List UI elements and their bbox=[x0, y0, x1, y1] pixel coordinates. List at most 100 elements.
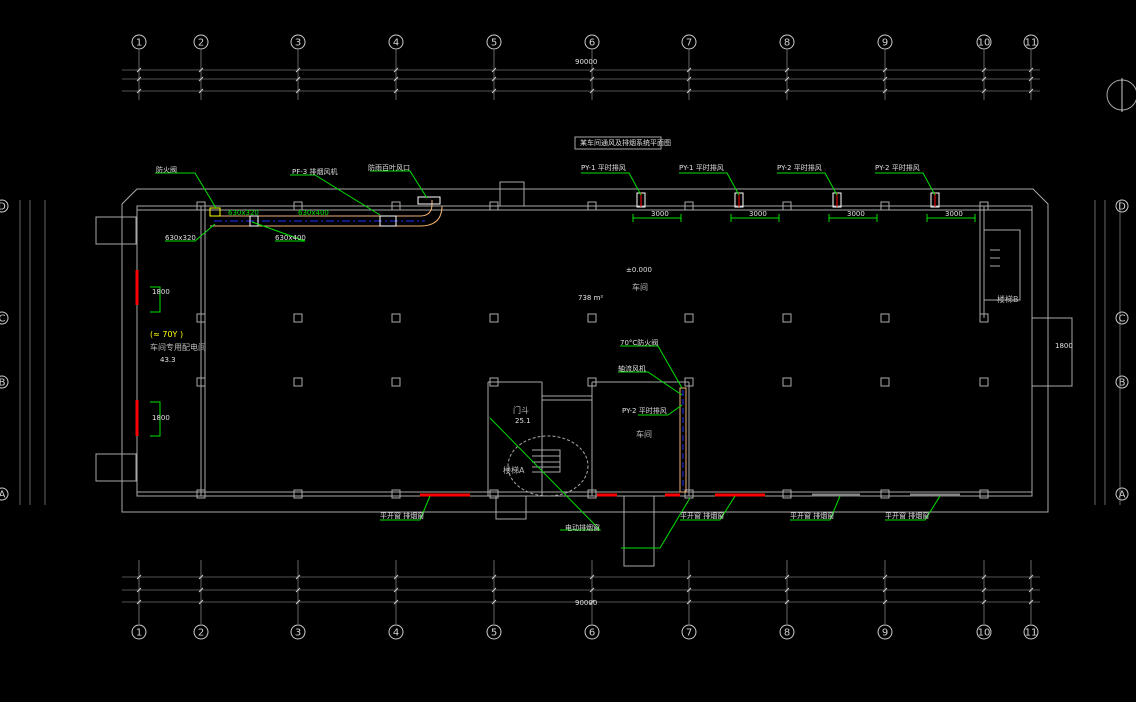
axis-label: 9 bbox=[882, 38, 888, 49]
room-stair-right: 楼梯B bbox=[997, 294, 1019, 304]
axis-bubble-D: D bbox=[0, 199, 9, 213]
dim-total-bottom: 90000 bbox=[575, 599, 597, 607]
north-arrow-icon bbox=[1106, 78, 1136, 112]
axis-bubble-10: 10 bbox=[976, 560, 992, 640]
axis-bubble-5: 5 bbox=[486, 560, 502, 640]
axis-label: 11 bbox=[1025, 628, 1038, 639]
fan-spacing-dim: 3000 bbox=[651, 210, 669, 218]
axis-label: 6 bbox=[589, 38, 595, 49]
axis-bubble-D: D bbox=[1115, 199, 1129, 213]
column bbox=[979, 201, 989, 211]
title-box: 某车间通风及排烟系统平面图 bbox=[580, 138, 671, 147]
window-label-1: 平开窗 排烟窗 bbox=[380, 511, 424, 520]
axis-bubble-B: B bbox=[1115, 375, 1129, 389]
axis-label: 3 bbox=[295, 38, 301, 49]
column bbox=[782, 201, 792, 211]
axis-bubble-4: 4 bbox=[388, 560, 404, 640]
axis-label: 5 bbox=[491, 628, 497, 639]
axis-label: C bbox=[1119, 314, 1126, 325]
fan-label: PY-2 平时排风 bbox=[875, 163, 920, 172]
axis-bubble-5: 5 bbox=[486, 34, 502, 100]
axis-bubble-11: 11 bbox=[1023, 34, 1039, 100]
axis-label: 1 bbox=[136, 628, 142, 639]
axis-label: 1 bbox=[136, 38, 142, 49]
axis-label: 8 bbox=[784, 628, 790, 639]
column bbox=[587, 377, 597, 387]
axis-bubble-1: 1 bbox=[131, 34, 147, 100]
column bbox=[880, 489, 890, 499]
axis-bubble-4: 4 bbox=[388, 34, 404, 100]
column bbox=[293, 313, 303, 323]
axis-bubble-1: 1 bbox=[131, 560, 147, 640]
column bbox=[684, 377, 694, 387]
axis-label: 5 bbox=[491, 38, 497, 49]
fan2-label: PY-2 平时排风 bbox=[622, 406, 667, 415]
column bbox=[684, 201, 694, 211]
column bbox=[293, 489, 303, 499]
column bbox=[782, 313, 792, 323]
column bbox=[293, 377, 303, 387]
fire-damper-label: 防火阀 bbox=[156, 165, 177, 174]
column bbox=[391, 489, 401, 499]
vestibule-area: 25.1 bbox=[515, 417, 531, 425]
smoke-vent-label: 电动排烟窗 bbox=[565, 523, 600, 532]
smoke-windows bbox=[135, 270, 960, 497]
column bbox=[587, 489, 597, 499]
axis-label: 4 bbox=[393, 38, 399, 49]
axis-bubble-8: 8 bbox=[779, 34, 795, 100]
column bbox=[979, 377, 989, 387]
axis-bubble-9: 9 bbox=[877, 560, 893, 640]
axis-bubble-2: 2 bbox=[193, 560, 209, 640]
column bbox=[684, 489, 694, 499]
column bbox=[489, 489, 499, 499]
axis-label: 9 bbox=[882, 628, 888, 639]
exhaust-fan-label: 轴流风机 bbox=[618, 364, 646, 373]
axis-label: 2 bbox=[198, 38, 204, 49]
axis-bubble-A: A bbox=[0, 487, 9, 501]
axis-label: D bbox=[0, 202, 6, 213]
column bbox=[489, 313, 499, 323]
axis-label: B bbox=[1119, 378, 1126, 389]
axis-label: 6 bbox=[589, 628, 595, 639]
room-workshop-main: 车间 bbox=[632, 282, 648, 292]
dim-side-2: 1800 bbox=[152, 414, 170, 422]
room-distribution: 车间专用配电间 bbox=[150, 342, 206, 352]
axis-label: C bbox=[0, 314, 6, 325]
duct1-label: 630x320 bbox=[165, 234, 196, 242]
dimension-lines bbox=[19, 67, 1121, 605]
column bbox=[293, 201, 303, 211]
column bbox=[684, 313, 694, 323]
column bbox=[196, 201, 206, 211]
structural-columns bbox=[196, 201, 989, 499]
fan-spacing-dim: 3000 bbox=[945, 210, 963, 218]
fan-spacing-dim: 3000 bbox=[749, 210, 767, 218]
column bbox=[196, 313, 206, 323]
axis-bubble-6: 6 bbox=[584, 560, 600, 640]
elevation-mark: ±0.000 bbox=[626, 266, 652, 274]
axis-bubble-C: C bbox=[0, 311, 9, 325]
dim-door: 1800 bbox=[1055, 342, 1073, 350]
axis-bubble-7: 7 bbox=[681, 560, 697, 640]
dist-note: 70°C防火阀 bbox=[620, 338, 658, 347]
distribution-tag: (≈ 70Y ) bbox=[150, 330, 183, 339]
axis-bubble-C: C bbox=[1115, 311, 1129, 325]
louver-label: 防雨百叶风口 bbox=[368, 163, 410, 172]
axis-bubble-6: 6 bbox=[584, 34, 600, 100]
axis-bubble-11: 11 bbox=[1023, 560, 1039, 640]
column bbox=[587, 313, 597, 323]
fan-spacing-dim: 3000 bbox=[847, 210, 865, 218]
axis-label: B bbox=[0, 378, 6, 389]
fan3-label: PF-3 排烟风机 bbox=[292, 167, 337, 176]
room-stair-left: 楼梯A bbox=[503, 465, 525, 475]
axis-label: 11 bbox=[1025, 38, 1038, 49]
wall-fan-4: PY-2 平时排风 3000 bbox=[875, 163, 976, 222]
fan-label: PY-2 平时排风 bbox=[777, 163, 822, 172]
wall-fan-2: PY-1 平时排风 3000 bbox=[679, 163, 780, 222]
column bbox=[196, 489, 206, 499]
fan-label: PY-1 平时排风 bbox=[679, 163, 724, 172]
column bbox=[391, 377, 401, 387]
column bbox=[782, 489, 792, 499]
column bbox=[196, 377, 206, 387]
